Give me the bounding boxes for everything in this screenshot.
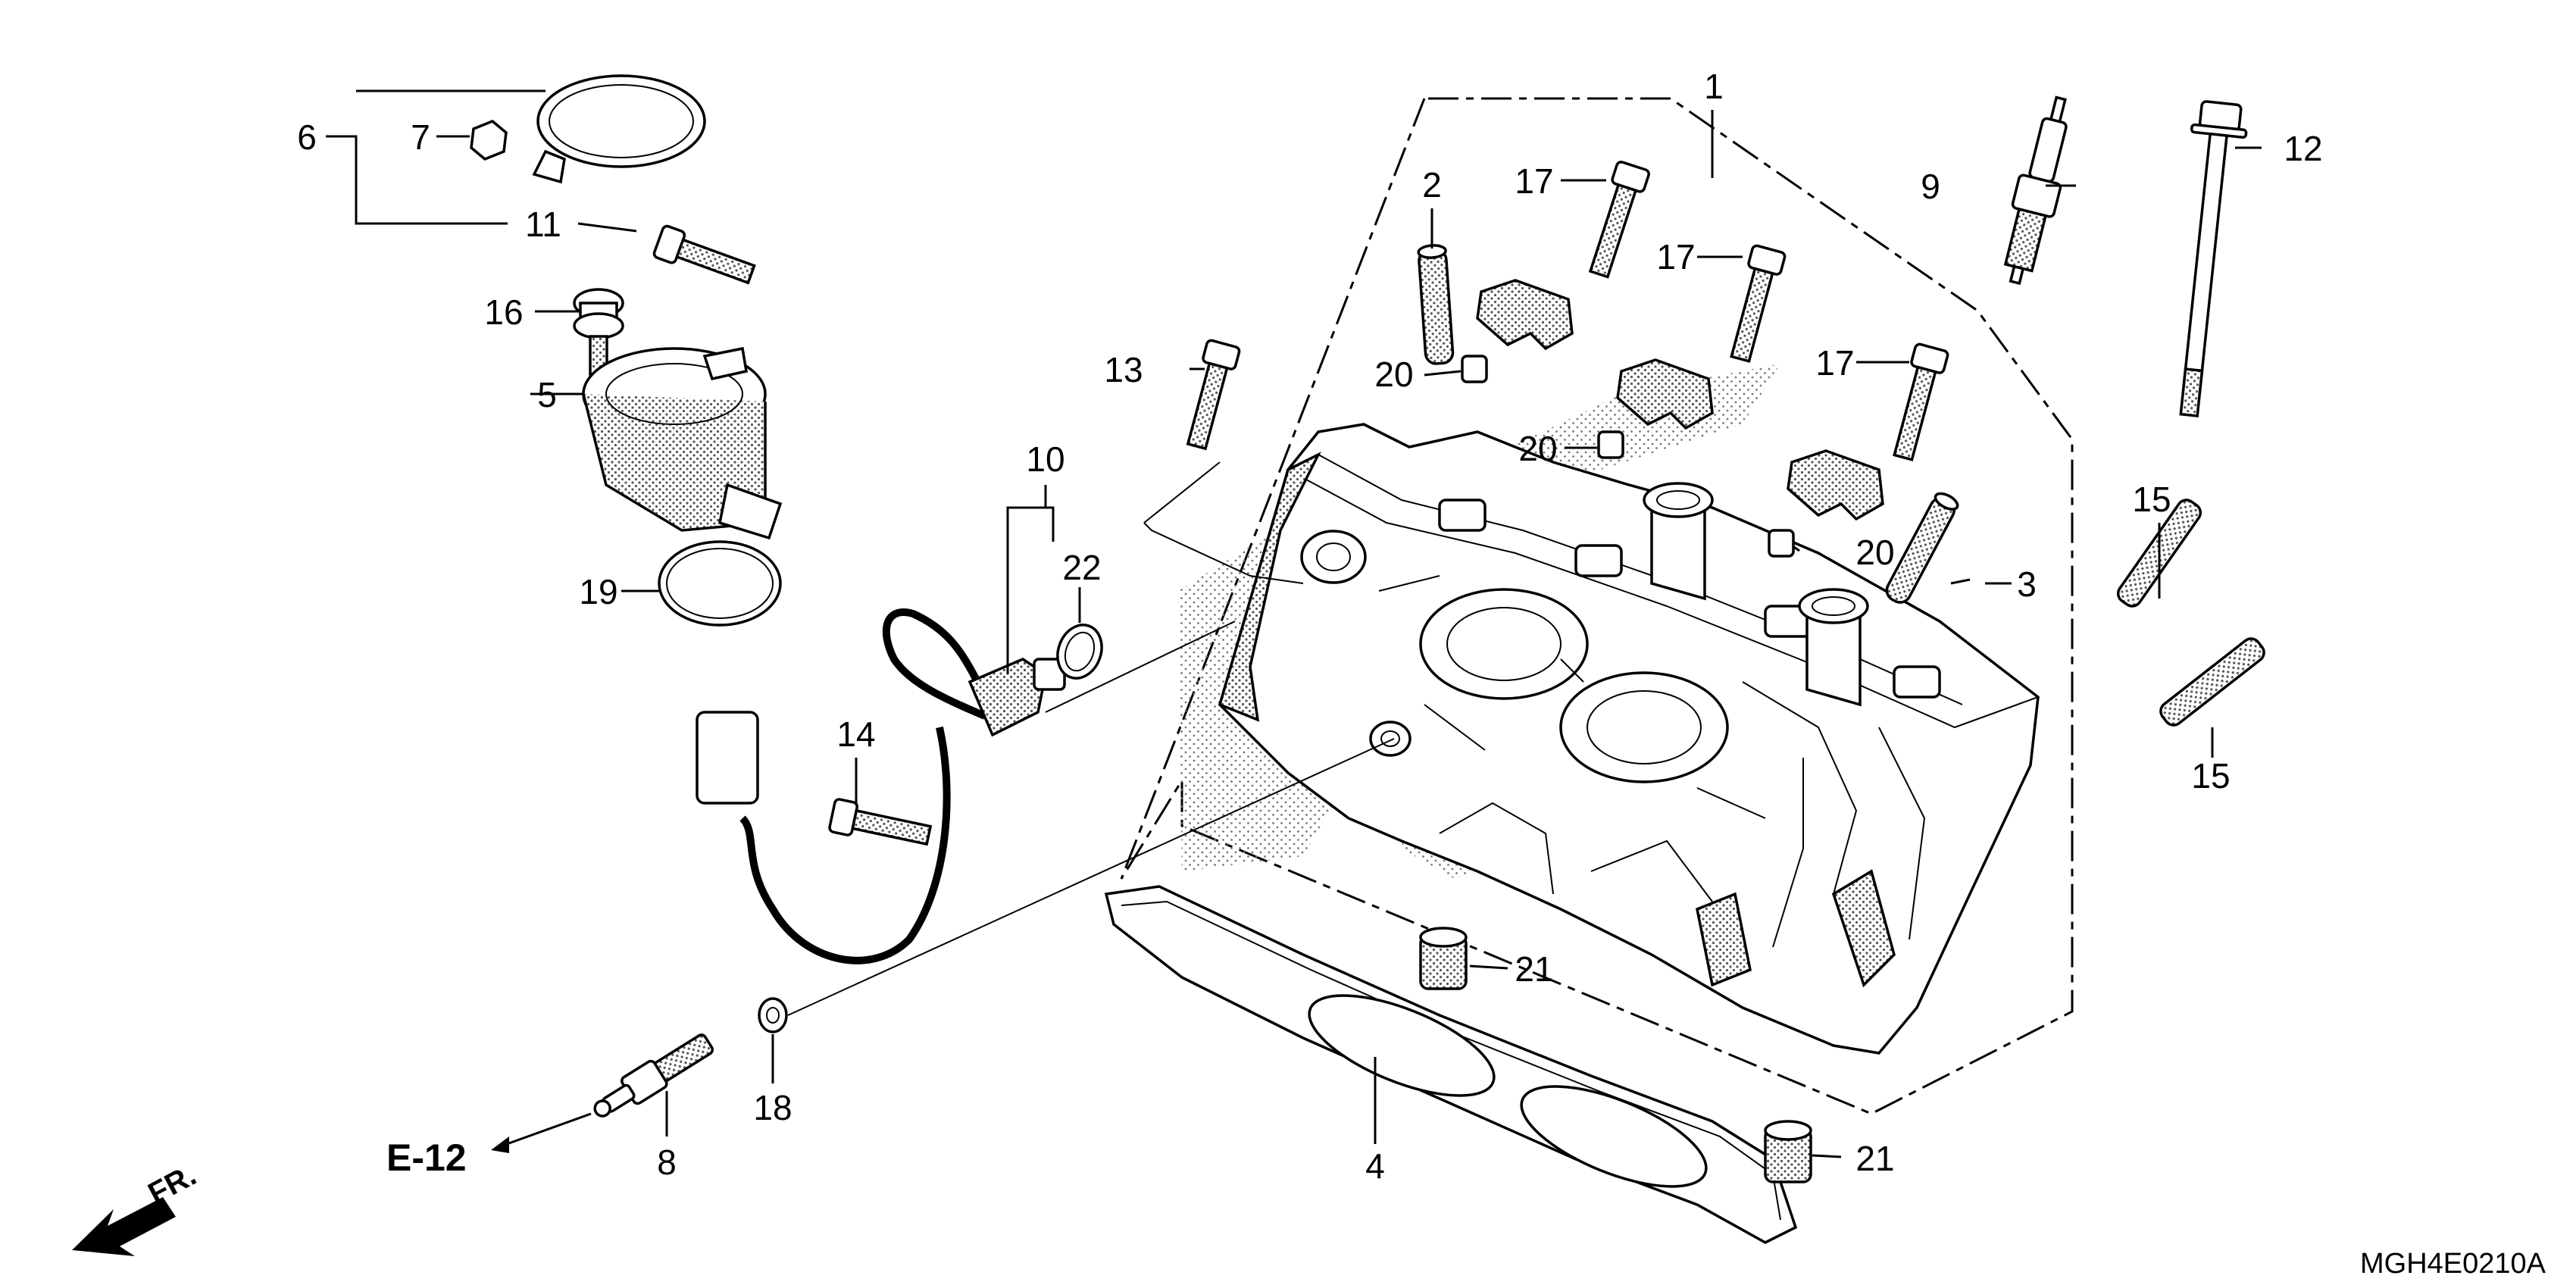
cylinder-head xyxy=(1178,364,2040,1055)
head-gasket xyxy=(1104,885,1798,1244)
callout-3: 3 xyxy=(2017,564,2037,604)
callout-20-a: 20 xyxy=(1374,355,1413,394)
callout-2: 2 xyxy=(1422,165,1442,205)
washer-18 xyxy=(758,997,788,1033)
callout-13: 13 xyxy=(1104,350,1143,389)
cam-holder-bolts xyxy=(1588,161,1949,461)
o-ring-19 xyxy=(658,540,782,627)
callout-1: 1 xyxy=(1704,67,1724,106)
camshaft-holders xyxy=(1476,279,1884,521)
stud-15-lower xyxy=(2159,637,2265,727)
callout-17-c: 17 xyxy=(1815,343,1854,383)
callout-5: 5 xyxy=(537,375,557,414)
arrow-left-icon xyxy=(491,1136,509,1153)
callout-17-b: 17 xyxy=(1656,237,1695,277)
insulator-5 xyxy=(582,346,783,540)
callout-19: 19 xyxy=(579,572,617,611)
leader-lines xyxy=(326,89,2262,1158)
guide-3 xyxy=(1885,492,1959,604)
callout-21-upper: 21 xyxy=(1515,949,1553,989)
dowel-21-upper xyxy=(1419,927,1468,990)
callout-6: 6 xyxy=(297,117,317,157)
bolt-11 xyxy=(652,224,756,285)
dowel-pins xyxy=(1461,355,1795,558)
cylinder-head-assembly-outline xyxy=(1120,97,2074,1115)
arrow-front-icon xyxy=(72,1197,176,1256)
callout-15-lower: 15 xyxy=(2191,756,2230,796)
callout-8: 8 xyxy=(657,1143,677,1182)
callout-labels: 1 2 3 4 5 6 7 8 9 10 11 12 13 14 15 15 1… xyxy=(297,67,2322,1186)
bolt-14 xyxy=(828,798,933,846)
callout-15-upper: 15 xyxy=(2132,480,2171,519)
callout-20-b: 20 xyxy=(1518,429,1557,468)
callout-14: 14 xyxy=(836,714,875,754)
dowel-21-lower xyxy=(1764,1120,1812,1183)
callout-21-lower: 21 xyxy=(1855,1139,1894,1178)
stud-bolt-12 xyxy=(2179,100,2248,417)
callout-10: 10 xyxy=(1026,439,1064,479)
band-clamp-6 xyxy=(532,74,706,184)
cross-reference-label[interactable]: E-12 xyxy=(386,1136,467,1179)
head-bolt-13 xyxy=(1186,339,1241,451)
callout-17-a: 17 xyxy=(1515,161,1553,201)
cross-reference[interactable]: E-12 xyxy=(386,1112,592,1179)
callout-18: 18 xyxy=(753,1088,792,1127)
sensor-harness-10 xyxy=(696,608,1066,964)
callout-4: 4 xyxy=(1365,1146,1385,1186)
o-ring-22 xyxy=(1056,624,1103,680)
callout-22: 22 xyxy=(1062,548,1101,587)
spark-plug xyxy=(2003,95,2068,286)
callout-20-c: 20 xyxy=(1855,533,1894,572)
front-label: FR. xyxy=(143,1158,202,1211)
callout-11: 11 xyxy=(525,205,561,244)
diagram-reference-code: MGH4E0210A xyxy=(2360,1248,2546,1280)
fitting-8 xyxy=(593,1033,714,1118)
callout-9: 9 xyxy=(1921,167,1940,206)
nut-7 xyxy=(470,119,508,161)
front-direction-indicator: FR. xyxy=(72,1158,202,1256)
callout-12: 12 xyxy=(2284,129,2322,168)
callout-16: 16 xyxy=(484,292,523,332)
callout-7: 7 xyxy=(411,117,430,157)
guide-2 xyxy=(1417,244,1455,365)
